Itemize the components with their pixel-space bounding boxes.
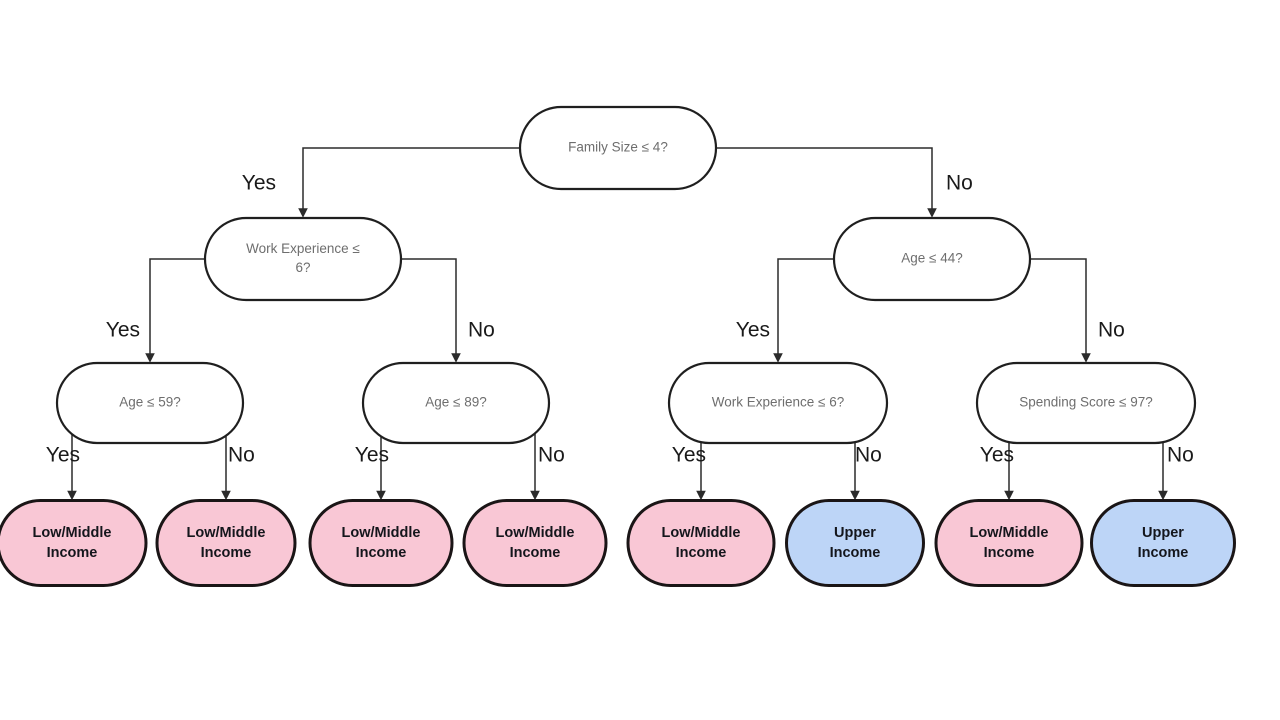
decision-label-line-1: Family Size ≤ 4? xyxy=(568,140,668,155)
decision-label-line-1: Work Experience ≤ 6? xyxy=(712,395,844,410)
decision-label-line-1: Work Experience ≤ xyxy=(246,241,360,256)
leaf-label-line-1: Upper xyxy=(1142,525,1184,541)
decision-node-l1-right[interactable]: Age ≤ 44? xyxy=(832,216,1032,302)
leaf-label-line-1: Low/Middle xyxy=(187,525,266,541)
decision-node-l2-b[interactable]: Age ≤ 89? xyxy=(361,361,551,445)
decision-label-line-1: Spending Score ≤ 97? xyxy=(1019,395,1153,410)
leaf-label-line-2: Income xyxy=(510,545,561,561)
leaf-label-line-2: Income xyxy=(201,545,252,561)
edge-label-no-l2-b: No xyxy=(468,319,495,342)
leaf-label-line-1: Upper xyxy=(834,525,876,541)
edge-label-no-leaf-4: No xyxy=(538,444,565,467)
edge-label-yes-l1-left: Yes xyxy=(242,172,276,195)
edge-label-no-leaf-8: No xyxy=(1167,444,1194,467)
edge-label-yes-leaf-5: Yes xyxy=(672,444,706,467)
edge-l1-left-to-l2-a xyxy=(145,258,205,363)
edge-label-no-l1-right: No xyxy=(946,172,973,195)
leaf-label-line-1: Low/Middle xyxy=(342,525,421,541)
edge-label-no-leaf-2: No xyxy=(228,444,255,467)
leaf-shape xyxy=(462,499,608,587)
edge-label-yes-l2-c: Yes xyxy=(736,319,770,342)
leaf-shape xyxy=(308,499,454,587)
leaf-label-line-2: Income xyxy=(984,545,1035,561)
edge-label-yes-leaf-7: Yes xyxy=(980,444,1014,467)
leaf-shape xyxy=(155,499,297,587)
leaf-label-line-2: Income xyxy=(676,545,727,561)
edge-label-no-leaf-6: No xyxy=(855,444,882,467)
decision-shape xyxy=(975,361,1197,445)
decision-node-root[interactable]: Family Size ≤ 4? xyxy=(518,105,718,191)
leaf-label-line-1: Low/Middle xyxy=(662,525,741,541)
decision-node-l2-c[interactable]: Work Experience ≤ 6? xyxy=(667,361,889,445)
decision-shape xyxy=(203,216,403,302)
decision-label-line-1: Age ≤ 59? xyxy=(119,395,180,410)
leaf-shape xyxy=(1090,499,1236,587)
edge-l1-right-to-l2-c xyxy=(773,258,834,363)
edge-root-to-l1-left xyxy=(298,147,520,218)
edge-label-yes-leaf-3: Yes xyxy=(355,444,389,467)
edge-label-yes-l2-a: Yes xyxy=(106,319,140,342)
decision-label-line-1: Age ≤ 44? xyxy=(901,251,962,266)
decision-shape xyxy=(518,105,718,191)
edge-l1-right-to-l2-d xyxy=(1030,258,1091,363)
edge-label-yes-leaf-1: Yes xyxy=(46,444,80,467)
decision-label-line-2: 6? xyxy=(295,260,310,275)
leaf-label-line-2: Income xyxy=(47,545,98,561)
leaf-label-line-2: Income xyxy=(1138,545,1189,561)
edge-root-to-l1-right xyxy=(716,147,937,218)
leaf-label-line-2: Income xyxy=(356,545,407,561)
nodes-layer: Family Size ≤ 4? Work Experience ≤ 6? Age ≤… xyxy=(0,105,1236,587)
decision-shape xyxy=(832,216,1032,302)
decision-shape xyxy=(361,361,551,445)
decision-node-l2-d[interactable]: Spending Score ≤ 97? xyxy=(975,361,1197,445)
decision-shape xyxy=(667,361,889,445)
leaf-shape xyxy=(785,499,925,587)
decision-shape xyxy=(55,361,245,445)
leaf-label-line-1: Low/Middle xyxy=(496,525,575,541)
edge-label-no-l2-d: No xyxy=(1098,319,1125,342)
decision-node-l2-a[interactable]: Age ≤ 59? xyxy=(55,361,245,445)
edge-l1-left-to-l2-b xyxy=(401,258,461,363)
leaf-label-line-2: Income xyxy=(830,545,881,561)
leaf-label-line-1: Low/Middle xyxy=(33,525,112,541)
decision-label-line-1: Age ≤ 89? xyxy=(425,395,486,410)
leaf-label-line-1: Low/Middle xyxy=(970,525,1049,541)
decision-node-l1-left[interactable]: Work Experience ≤ 6? xyxy=(203,216,403,302)
leaf-shape xyxy=(626,499,776,587)
leaf-shape xyxy=(934,499,1084,587)
leaf-shape xyxy=(0,499,148,587)
